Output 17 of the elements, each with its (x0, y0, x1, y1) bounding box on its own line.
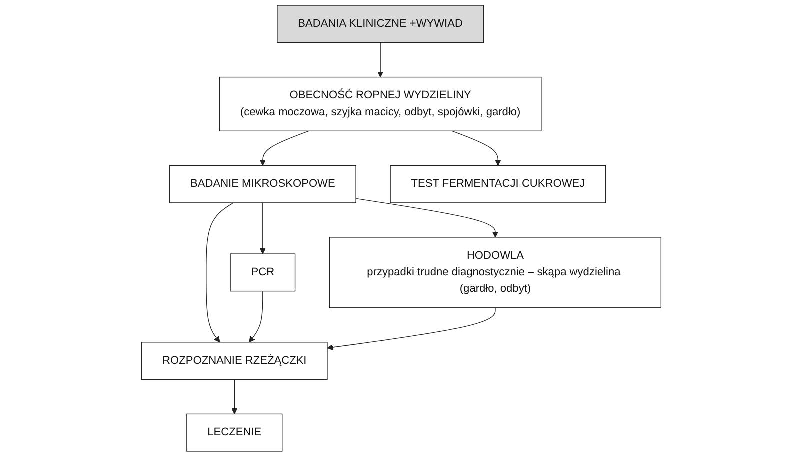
arrow (260, 202, 266, 254)
arrow (249, 290, 264, 343)
arrow (232, 379, 238, 414)
arrow (206, 202, 234, 343)
node-box: BADANIE MIKROSKOPOWE (169, 165, 356, 204)
arrow (260, 130, 310, 166)
node-box: ROZPOZNANIE RZEŻĄCZKI (142, 342, 328, 380)
arrow (378, 42, 384, 78)
node-box: BADANIA KLINICZNE +WYWIAD (277, 5, 484, 44)
node-box: OBECNOŚĆ ROPNEJ WYDZIELINY (cewka moczowa, szyjka macicy, odbyt, spojówki, gardło) (219, 76, 542, 132)
node-box: TEST FERMENTACJI CUKROWEJ (390, 165, 606, 204)
arrow (327, 308, 496, 351)
arrow (452, 130, 502, 166)
node-box: HODOWLA przypadki trudne diagnostycznie – skąpa wydzielina (gardło, odbyt) (329, 237, 662, 308)
node-box: LECZENIE (186, 414, 283, 452)
arrow (356, 198, 499, 238)
node-box: PCR (230, 254, 296, 292)
